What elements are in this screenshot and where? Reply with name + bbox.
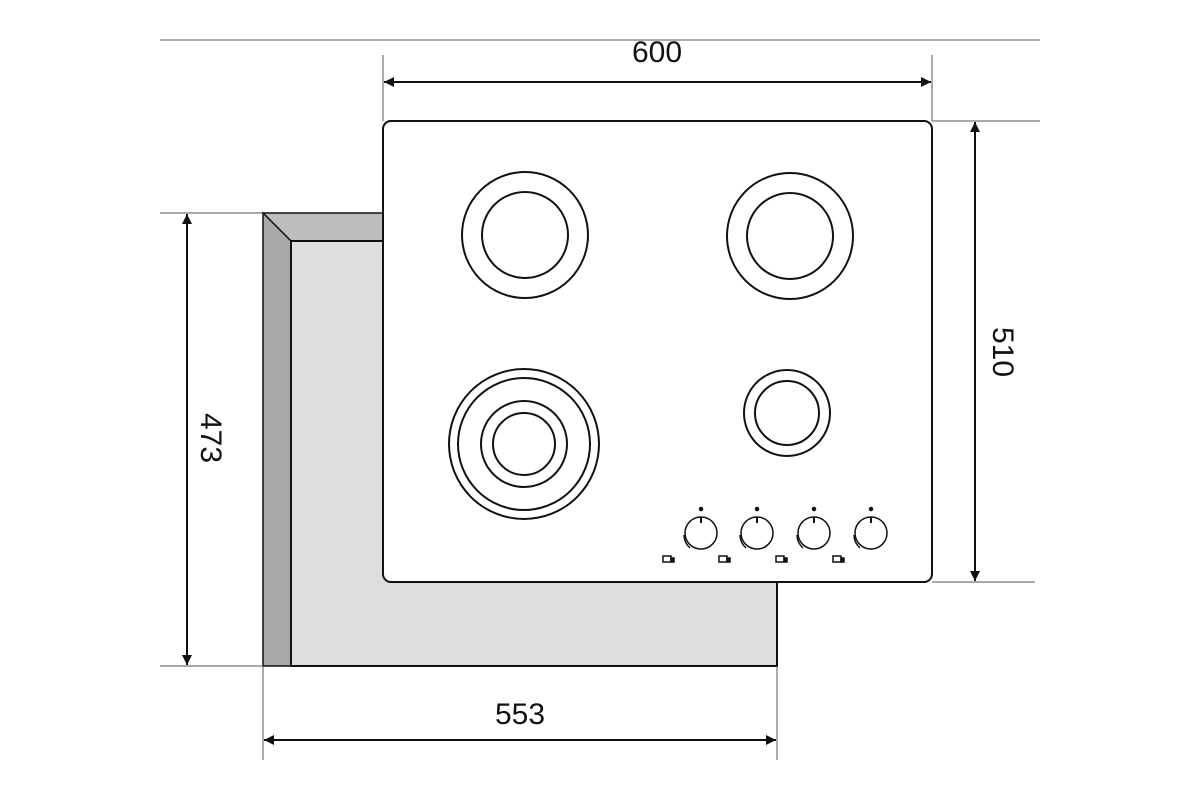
control-knob bbox=[718, 506, 774, 563]
dimension-label-510: 510 bbox=[986, 327, 1019, 377]
burner-front-left bbox=[448, 368, 600, 520]
burner-front-right bbox=[743, 369, 831, 457]
control-knob-panel bbox=[662, 506, 888, 563]
dimension-label-473: 473 bbox=[194, 413, 227, 463]
hob-plate bbox=[382, 120, 933, 583]
control-knob bbox=[832, 506, 888, 563]
control-knob bbox=[775, 506, 831, 563]
dimension-label-600: 600 bbox=[632, 36, 682, 69]
burner-rear-left bbox=[461, 171, 589, 299]
extension-lines bbox=[160, 39, 1040, 760]
dimension-label-553: 553 bbox=[495, 698, 545, 731]
burner-rear-right bbox=[726, 172, 854, 300]
dimension-arrows bbox=[182, 77, 980, 745]
control-knob bbox=[662, 506, 718, 563]
cutout-left-face bbox=[262, 211, 292, 667]
